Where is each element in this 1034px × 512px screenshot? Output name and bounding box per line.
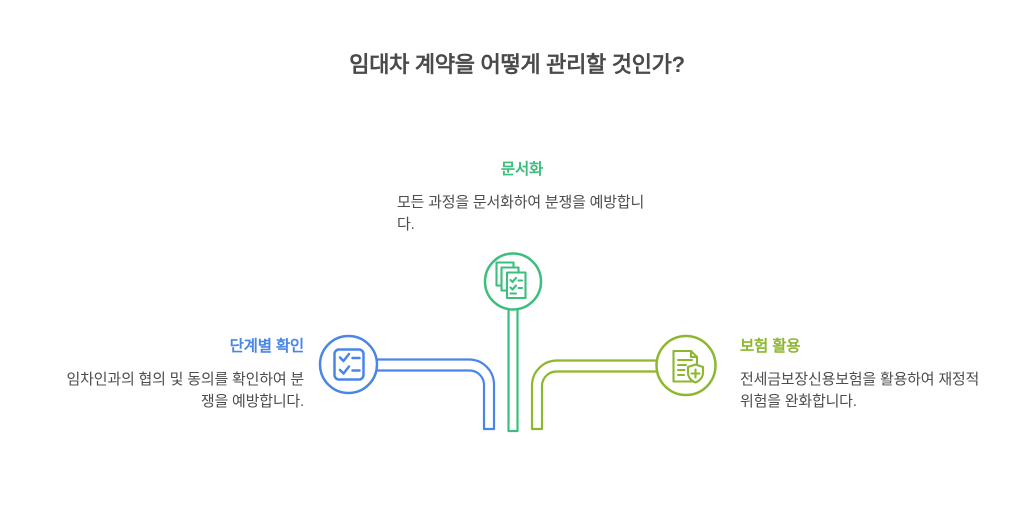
node-step-check-description: 임차인과의 협의 및 동의를 확인하여 분쟁을 예방합니다. [66, 371, 305, 410]
page-title: 임대차 계약을 어떻게 관리할 것인가? [349, 52, 685, 77]
stacked-documents-check-icon [495, 261, 527, 300]
node-step-check-label: 단계별 확인 [229, 338, 305, 355]
node-documentation-label: 문서화 [500, 161, 544, 178]
node-documentation-description: 모든 과정을 문서화하여 분쟁을 예방합니다. [397, 194, 645, 233]
connector-documentation [507, 295, 519, 433]
node-circle-step-check [318, 334, 379, 395]
checklist-icon [333, 348, 365, 381]
branch-insurance [530, 334, 717, 431]
node-insurance-description: 전세금보장신용보험을 활용하여 재정적 위험을 완화합니다. [740, 371, 980, 410]
branch-documentation [483, 252, 543, 433]
branch-step-check [318, 334, 496, 431]
node-step-check-text: 단계별 확인 임차인과의 협의 및 동의를 확인하여 분쟁을 예방합니다. [54, 337, 305, 413]
node-insurance-label: 보험 활용 [740, 338, 801, 355]
node-documentation-text: 문서화 모든 과정을 문서화하여 분쟁을 예방합니다. [397, 160, 647, 236]
connector-insurance [530, 359, 663, 431]
connector-step-check [371, 358, 496, 431]
document-shield-plus-icon [672, 349, 705, 384]
node-insurance-text: 보험 활용 전세금보장신용보험을 활용하여 재정적 위험을 완화합니다. [740, 337, 990, 413]
